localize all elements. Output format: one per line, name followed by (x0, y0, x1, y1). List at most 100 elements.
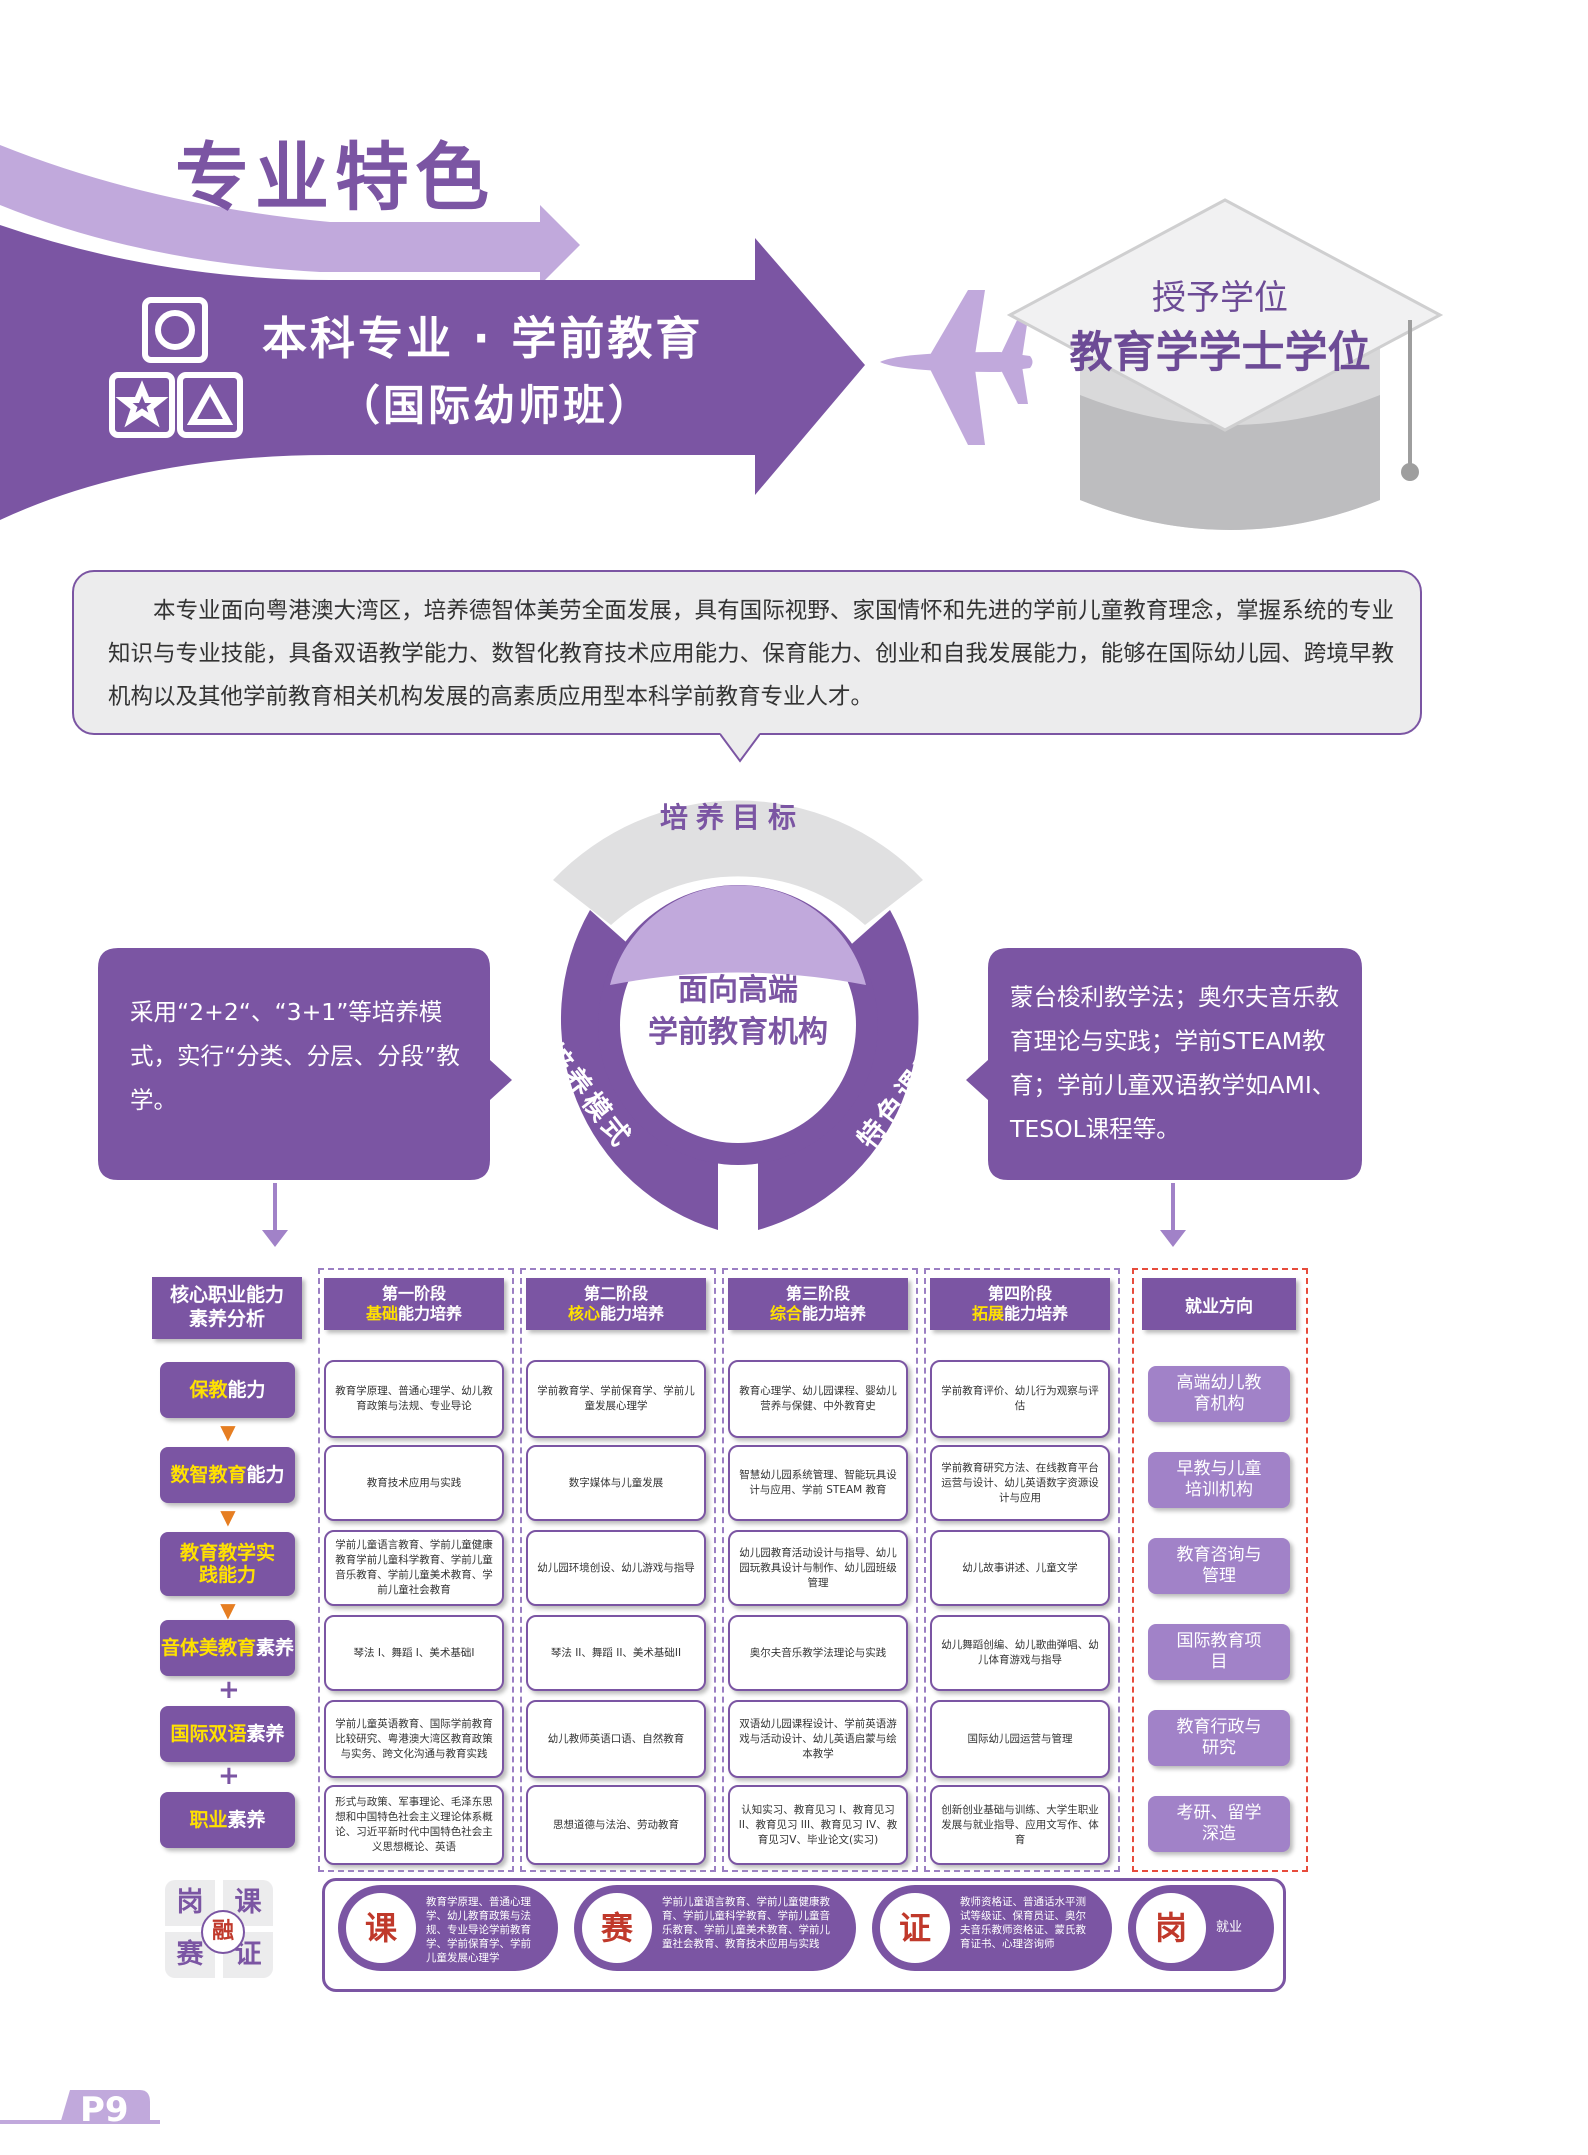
stage-focus: 核心能力培养 (526, 1304, 706, 1324)
ring-graphic (98, 800, 1362, 1230)
footer-tab (0, 2090, 160, 2124)
major-title: 本科专业 · 学前教育 (262, 312, 704, 365)
ability-rest: 素养 (246, 1723, 285, 1745)
core-ability: 数智教育能力 (160, 1447, 295, 1503)
course-cell: 智慧幼儿园系统管理、智能玩具设计与应用、学前 STEAM 教育 (728, 1445, 908, 1521)
course-cell: 琴法 I、舞蹈 I、美术基础I (324, 1615, 504, 1691)
core-ability: 职业素养 (160, 1792, 295, 1848)
course-cell: 幼儿园教育活动设计与指导、幼儿园玩教具设计与制作、幼儿园班级管理 (728, 1530, 908, 1606)
ability-highlight: 数智教育 (170, 1464, 247, 1486)
ability-rest: 能力 (246, 1464, 285, 1486)
fusion-pill: 赛学前儿童语言教育、学前儿童健康教育、学前儿童科学教育、学前儿童音乐教育、学前儿… (574, 1885, 856, 1971)
course-cell: 教育技术应用与实践 (324, 1445, 504, 1521)
course-cell: 学前教育研究方法、在线教育平台运营与设计、幼儿英语数字资源设计与应用 (930, 1445, 1110, 1521)
pill-text: 教师资格证、普通话水平测试等级证、保育员证、奥尔夫音乐教师资格证、蒙氏教育证书、… (960, 1896, 1086, 1950)
ability-highlight: 国际双语 (170, 1723, 247, 1745)
fusion-pill: 课教育学原理、普通心理学、幼儿教育政策与法规、专业导论学前教育学、学前保育学、学… (338, 1885, 558, 1971)
ring-center-text: 面向高端 学前教育机构 (628, 970, 848, 1054)
pill-char: 赛 (582, 1893, 652, 1963)
intro-pointer (720, 733, 760, 763)
degree-label: 授予学位 (1152, 278, 1288, 318)
core-connector-arrow: ▼ (220, 1505, 236, 1529)
ability-rest: 能力 (227, 1379, 266, 1401)
stage-head: 第二阶段核心能力培养 (526, 1278, 706, 1330)
purple-arrow (0, 225, 865, 520)
job-item: 考研、留学深造 (1148, 1796, 1290, 1852)
right-box-text: 蒙台梭利教学法；奥尔夫音乐教育理论与实践；学前STEAM教育；学前儿童双语教学如… (1010, 983, 1339, 1143)
job-item: 高端幼儿教育机构 (1148, 1366, 1290, 1422)
course-cell: 幼儿故事讲述、儿童文学 (930, 1530, 1110, 1606)
course-cell: 创新创业基础与训练、大学生职业发展与就业指导、应用文写作、体育 (930, 1785, 1110, 1865)
intro-box: 本专业面向粤港澳大湾区，培养德智体美劳全面发展，具有国际视野、家国情怀和先进的学… (72, 570, 1422, 735)
course-cell: 国际幼儿园运营与管理 (930, 1700, 1110, 1778)
stage-name: 第一阶段 (381, 1284, 446, 1303)
page-number: P9 (80, 2090, 129, 2130)
course-cell: 奥尔夫音乐教学法理论与实践 (728, 1615, 908, 1691)
stage-name: 第二阶段 (583, 1284, 648, 1303)
core-ability: 国际双语素养 (160, 1706, 295, 1762)
stage-focus-highlight: 综合 (769, 1304, 802, 1323)
pill-text: 学前儿童语言教育、学前儿童健康教育、学前儿童科学教育、学前儿童音乐教育、学前儿童… (662, 1896, 830, 1950)
stage-focus-rest: 能力培养 (398, 1304, 463, 1323)
fusion-pill: 岗就业 (1128, 1885, 1274, 1971)
course-cell: 学前儿童英语教育、国际学前教育比较研究、粤港澳大湾区教育政策与实务、跨文化沟通与… (324, 1700, 504, 1778)
job-item: 教育咨询与管理 (1148, 1538, 1290, 1594)
core-ability: 音体美教育素养 (160, 1620, 295, 1676)
course-cell: 教育心理学、幼儿园课程、婴幼儿营养与保健、中外教育史 (728, 1360, 908, 1438)
course-cell: 学前教育学、学前保育学、学前儿童发展心理学 (526, 1360, 706, 1438)
core-head-line1: 核心职业能力 (169, 1284, 284, 1306)
stage-name: 第三阶段 (785, 1284, 850, 1303)
stage-focus: 综合能力培养 (728, 1304, 908, 1324)
course-cell: 形式与政策、军事理论、毛泽东思想和中国特色社会主义理论体系概论、习近平新时代中国… (324, 1785, 504, 1865)
pill-char: 证 (880, 1893, 950, 1963)
pill-text: 就业 (1216, 1920, 1243, 1935)
airplane-icon (880, 290, 1033, 445)
stage-frame (722, 1268, 918, 1872)
ability-highlight: 职业 (189, 1809, 228, 1831)
down-arrows (262, 1183, 1186, 1247)
stage-head: 第三阶段综合能力培养 (728, 1278, 908, 1330)
stage-head: 第一阶段基础能力培养 (324, 1278, 504, 1330)
header-graphics (0, 145, 1444, 530)
course-cell: 认知实习、教育见习 I、教育见习 II、教育见习 III、教育见习 IV、教育见… (728, 1785, 908, 1865)
major-subtitle: （国际幼师班） (338, 381, 654, 430)
core-connector-arrow: ▼ (220, 1420, 236, 1444)
stage-frame (318, 1268, 514, 1872)
blocks-icon (109, 297, 243, 438)
center-line1: 面向高端 (678, 973, 798, 1008)
fusion-frame (322, 1878, 1286, 1992)
course-cell: 数字媒体与儿童发展 (526, 1445, 706, 1521)
course-cell: 教育学原理、普通心理学、幼儿教育政策与法规、专业导论 (324, 1360, 504, 1438)
core-head: 核心职业能力 素养分析 (152, 1277, 302, 1339)
ability-rest: 素养 (227, 1809, 266, 1831)
course-cell: 幼儿园环境创设、幼儿游戏与指导 (526, 1530, 706, 1606)
core-connector-plus: + (218, 1675, 240, 1705)
stage-frame (924, 1268, 1120, 1872)
center-line2: 学前教育机构 (648, 1015, 828, 1050)
stage-focus-highlight: 拓展 (971, 1304, 1004, 1323)
stage-focus: 拓展能力培养 (930, 1304, 1110, 1324)
core-ability: 教育教学实践能力 (160, 1532, 295, 1596)
core-ability: 保教能力 (160, 1362, 295, 1418)
stage-frame (520, 1268, 716, 1872)
graduation-cap-icon (1006, 198, 1444, 530)
fusion-block: 岗 课 赛 证 融 (165, 1880, 277, 1980)
stage-focus-highlight: 基础 (365, 1304, 398, 1323)
ability-highlight: 教育教学实践能力 (179, 1542, 275, 1586)
fuse-center: 融 (201, 1910, 245, 1954)
stage-focus-rest: 能力培养 (802, 1304, 867, 1323)
right-speech-box (966, 948, 1362, 1180)
course-cell: 学前儿童语言教育、学前儿童健康教育学前儿童科学教育、学前儿童音乐教育、学前儿童美… (324, 1530, 504, 1606)
course-cell: 幼儿舞蹈创编、幼儿歌曲弹唱、幼儿体育游戏与指导 (930, 1615, 1110, 1691)
fusion-pill: 证教师资格证、普通话水平测试等级证、保育员证、奥尔夫音乐教师资格证、蒙氏教育证书… (872, 1885, 1112, 1971)
pill-text: 教育学原理、普通心理学、幼儿教育政策与法规、专业导论学前教育学、学前保育学、学前… (426, 1896, 531, 1964)
left-box-text: 采用“2+2“、“3+1”等培养模式，实行“分类、分层、分段”教学。 (130, 998, 460, 1114)
ability-highlight: 音体美教育 (160, 1637, 256, 1659)
stage-focus-highlight: 核心 (567, 1304, 600, 1323)
core-connector-arrow: ▼ (220, 1598, 236, 1622)
stage-name: 第四阶段 (987, 1284, 1052, 1303)
course-cell: 学前教育评价、幼儿行为观察与评估 (930, 1360, 1110, 1438)
left-speech-box (98, 948, 512, 1180)
course-cell: 幼儿教师英语口语、自然教育 (526, 1700, 706, 1778)
ability-rest: 素养 (256, 1637, 295, 1659)
